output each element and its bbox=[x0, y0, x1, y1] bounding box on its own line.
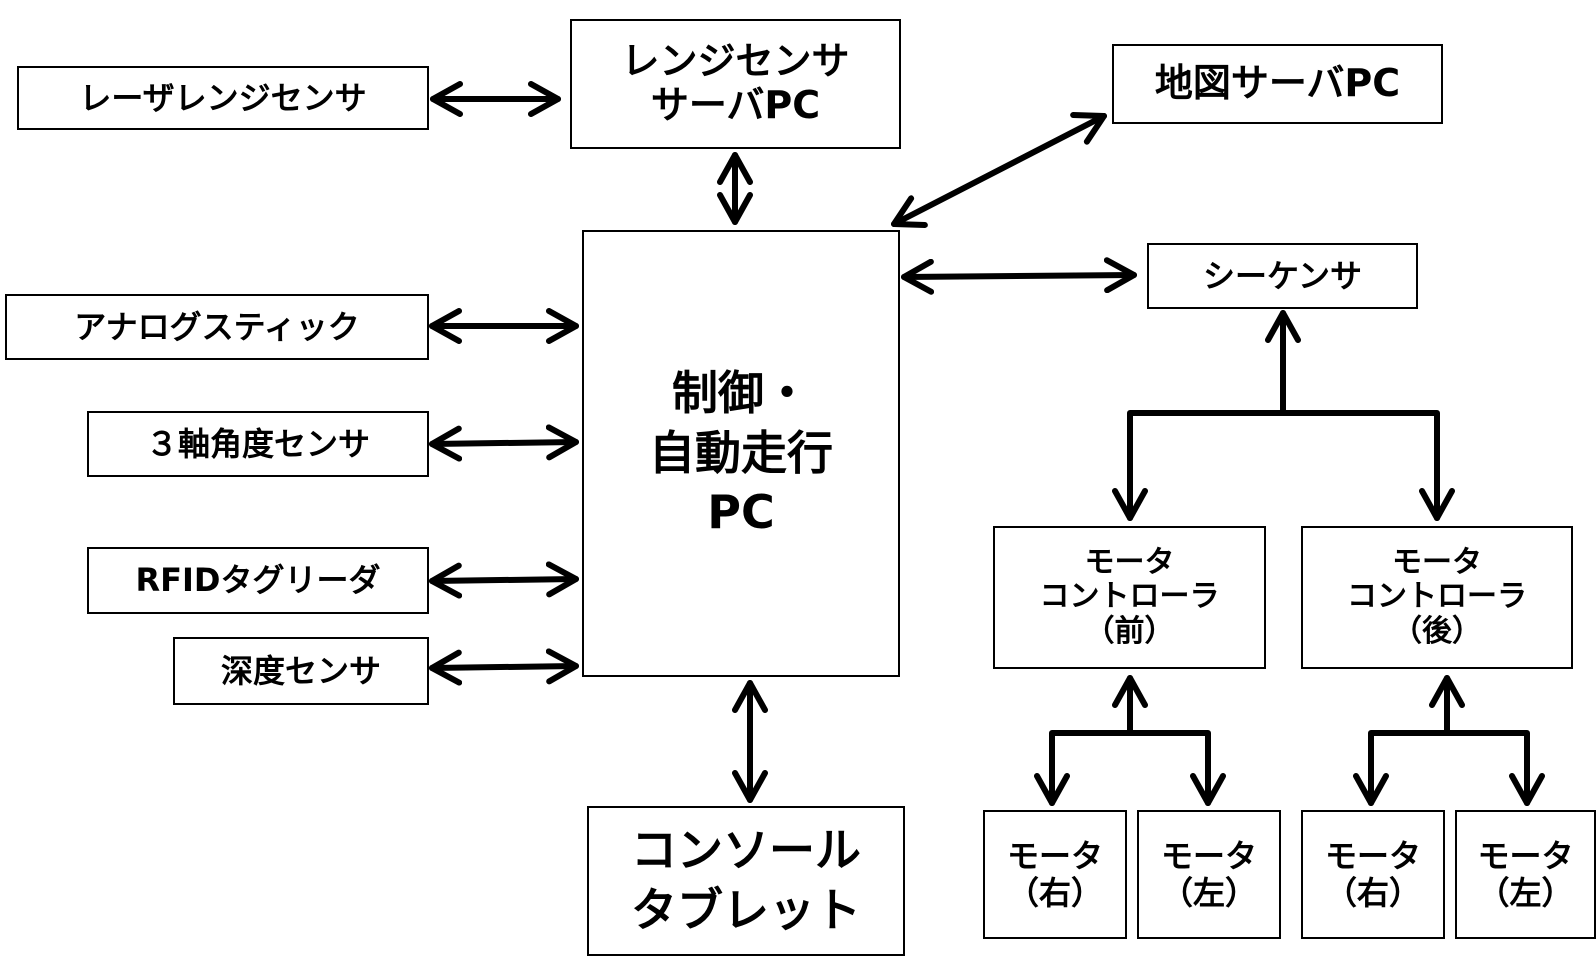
control-pc-box: 制御・ 自動走行 PC bbox=[582, 230, 900, 677]
sequencer-label: シーケンサ bbox=[1202, 256, 1363, 295]
console-tablet-line-1: コンソール bbox=[631, 823, 861, 878]
control-pc-line-3: PC bbox=[707, 485, 775, 540]
sequencer-box: シーケンサ bbox=[1147, 243, 1418, 309]
motor-rear-right-box: モータ （右） bbox=[1301, 810, 1445, 939]
motor-controller-front-line-2: コントローラ bbox=[1039, 579, 1220, 615]
motor-rear-left-line-2: （左） bbox=[1477, 873, 1574, 912]
depth-sensor-label: 深度センサ bbox=[220, 651, 381, 690]
motor-controller-rear-line-3: （後） bbox=[1392, 613, 1482, 649]
bus-front-motors bbox=[1049, 730, 1211, 806]
arrow-control-map-server bbox=[891, 112, 1107, 228]
console-tablet-box: コンソール タブレット bbox=[587, 806, 905, 956]
motor-controller-rear-box: モータ コントローラ （後） bbox=[1301, 526, 1573, 669]
range-sensor-server-pc-line-1: レンジセンサ bbox=[621, 39, 850, 84]
rfid-tag-reader-label: RFIDタグリーダ bbox=[135, 561, 381, 600]
depth-sensor-box: 深度センサ bbox=[173, 637, 429, 705]
console-tablet-line-2: タブレット bbox=[631, 883, 861, 937]
three-axis-angle-sensor-box: ３軸角度センサ bbox=[87, 411, 429, 477]
map-server-pc-box: 地図サーバPC bbox=[1112, 44, 1443, 124]
motor-controller-rear-line-2: コントローラ bbox=[1347, 579, 1527, 615]
laser-range-sensor-box: レーザレンジセンサ bbox=[17, 66, 429, 130]
laser-range-sensor-label: レーザレンジセンサ bbox=[79, 78, 367, 117]
arrow-depth-sensor-control bbox=[429, 648, 579, 686]
analog-stick-label: アナログスティック bbox=[74, 307, 360, 346]
motor-rear-left-line-1: モータ bbox=[1477, 836, 1574, 875]
motor-controller-front-line-1: モータ bbox=[1084, 544, 1175, 580]
motor-front-left-line-2: （左） bbox=[1160, 873, 1257, 912]
motor-front-left-box: モータ （左） bbox=[1137, 810, 1281, 939]
motor-rear-left-box: モータ （左） bbox=[1455, 810, 1596, 939]
map-server-pc-label: 地図サーバPC bbox=[1154, 61, 1401, 106]
arrow-rfid-control bbox=[429, 561, 579, 599]
motor-front-right-line-2: （右） bbox=[1006, 873, 1103, 912]
arrow-angle-sensor-control bbox=[429, 424, 579, 462]
control-pc-line-2: 自動走行 bbox=[649, 425, 833, 480]
range-sensor-server-pc-box: レンジセンサ サーバPC bbox=[570, 19, 901, 149]
motor-rear-right-line-1: モータ bbox=[1324, 836, 1421, 875]
motor-front-right-line-1: モータ bbox=[1006, 836, 1103, 875]
motor-controller-front-box: モータ コントローラ （前） bbox=[993, 526, 1266, 669]
bus-rear-motors bbox=[1368, 730, 1530, 806]
analog-stick-box: アナログスティック bbox=[5, 294, 429, 360]
three-axis-angle-sensor-label: ３軸角度センサ bbox=[145, 424, 370, 463]
motor-controller-front-line-3: （前） bbox=[1084, 613, 1175, 649]
motor-front-left-line-1: モータ bbox=[1160, 836, 1257, 875]
control-pc-line-1: 制御・ bbox=[672, 365, 810, 420]
bus-sequencer-controllers bbox=[1127, 410, 1440, 521]
range-sensor-server-pc-line-2: サーバPC bbox=[650, 83, 821, 127]
motor-front-right-box: モータ （右） bbox=[983, 810, 1127, 939]
rfid-tag-reader-box: RFIDタグリーダ bbox=[87, 547, 429, 614]
motor-controller-rear-line-1: モータ bbox=[1392, 544, 1482, 580]
arrow-control-sequencer bbox=[901, 257, 1137, 295]
motor-rear-right-line-2: （右） bbox=[1324, 873, 1421, 912]
